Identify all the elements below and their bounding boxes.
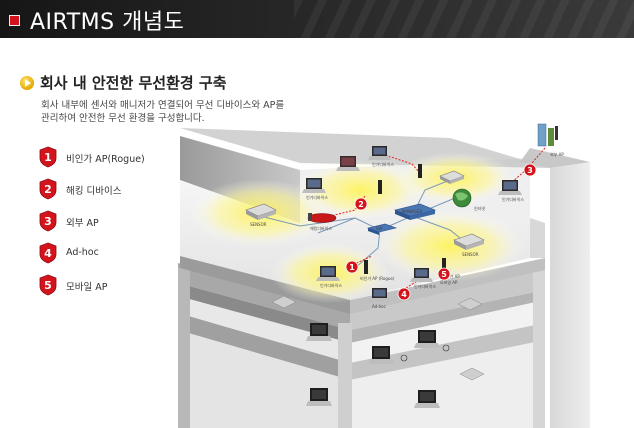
svg-text:5: 5 (441, 270, 447, 279)
svg-text:모바일 AP: 모바일 AP (440, 279, 458, 285)
sensor-device-left: SENSOR (245, 203, 277, 227)
lower-floors (178, 263, 545, 428)
svg-text:2: 2 (44, 183, 52, 196)
legend-item-1: 1 비인가 AP(Rogue) (38, 146, 188, 170)
section-description: 회사 내부에 센서와 매니저가 연결되어 무선 디바이스와 AP를 관리하여 안… (41, 99, 341, 125)
sensor-device-top (439, 170, 465, 184)
description-line-2: 관리하여 안전한 무선 환경을 구성합니다. (41, 113, 205, 124)
svg-text:SW: SW (376, 226, 383, 231)
manager-device: MANAGER (394, 203, 436, 220)
description-line-1: 회사 내부에 센서와 매니저가 연결되어 무선 디바이스와 AP를 (41, 100, 285, 111)
svg-text:인가디바이스: 인가디바이스 (372, 161, 394, 167)
switch-device: SW (366, 223, 398, 235)
lower-floor-devices (271, 295, 485, 408)
svg-text:인가디바이스: 인가디바이스 (414, 283, 436, 289)
svg-text:인터넷: 인터넷 (474, 205, 485, 211)
svg-text:인가디바이스: 인가디바이스 (306, 194, 328, 200)
svg-text:인가디바이스: 인가디바이스 (502, 196, 524, 202)
legend-label: 모바일 AP (66, 282, 108, 293)
laptop-icon: 인가디바이스 (368, 146, 394, 167)
svg-text:3: 3 (527, 166, 533, 175)
svg-text:인가 AP: 인가 AP (446, 273, 460, 279)
laptop-icon: 인가디바이스 (410, 268, 436, 289)
svg-text:외부 AP: 외부 AP (550, 151, 564, 157)
svg-text:SENSOR: SENSOR (462, 252, 479, 257)
svg-text:4: 4 (44, 247, 52, 260)
section-title: 회사 내 안전한 무선환경 구축 (40, 74, 227, 92)
legend-item-2: 2 해킹 디바이스 (38, 178, 188, 202)
sensor-device-right: SENSOR (453, 233, 485, 257)
diagram-badge-5: 5 (437, 267, 451, 281)
legend-label: Ad-hoc (66, 247, 99, 258)
svg-text:인가디바이스: 인가디바이스 (320, 282, 342, 288)
svg-text:Ad-hoc: Ad-hoc (372, 304, 386, 309)
sensor-coverage-2 (295, 160, 425, 220)
svg-text:1: 1 (44, 151, 52, 164)
svg-text:1: 1 (349, 263, 355, 272)
diagram-badge-4: 4 (397, 287, 411, 301)
diagram-badge-1: 1 (345, 260, 359, 274)
legend-label: 비인가 AP(Rogue) (66, 154, 145, 165)
hacking-device: 해킹디바이스 (307, 213, 337, 231)
legend-item-4: 4 Ad-hoc (38, 242, 188, 266)
svg-text:MANAGER: MANAGER (402, 209, 422, 214)
badge-2-icon: 2 (39, 178, 57, 200)
legend-label: 외부 AP (66, 218, 99, 229)
badge-1-icon: 1 (39, 146, 57, 168)
play-bullet-icon (20, 76, 34, 90)
laptop-icon: 인가디바이스 (302, 178, 328, 200)
access-point-icon: 비인가 AP (Rogue) 인가 AP 모바일 AP (360, 164, 460, 285)
laptop-icon: Ad-hoc (368, 288, 391, 309)
internet-globe-icon: 인터넷 (452, 188, 485, 211)
title-bar: AIRTMS 개념도 (0, 0, 634, 38)
svg-text:2: 2 (358, 200, 364, 209)
badge-4-icon: 4 (39, 242, 57, 264)
svg-text:해킹디바이스: 해킹디바이스 (310, 225, 332, 231)
svg-text:5: 5 (44, 279, 52, 292)
legend-item-5: 5 모바일 AP (38, 274, 188, 298)
badge-5-icon: 5 (39, 274, 57, 296)
diagram-badge-2: 2 (354, 197, 368, 211)
sensor-coverage-4 (375, 210, 525, 282)
laptop-icon: 인가디바이스 (498, 180, 524, 202)
external-ap-device: 외부 AP (537, 123, 564, 157)
badge-3-icon: 3 (39, 210, 57, 232)
diagram-badge-3: 3 (523, 163, 537, 177)
svg-text:4: 4 (401, 290, 407, 299)
svg-text:3: 3 (44, 215, 52, 228)
svg-text:비인가 AP (Rogue): 비인가 AP (Rogue) (360, 275, 395, 281)
page-title: AIRTMS 개념도 (30, 10, 185, 35)
laptop-icon: 인가디바이스 (316, 266, 342, 288)
svg-text:SENSOR: SENSOR (250, 222, 267, 227)
red-square-icon (9, 15, 20, 26)
legend-label: 해킹 디바이스 (66, 186, 122, 197)
laptop-icon (336, 156, 360, 171)
network-diagram: SENSOR SENSOR MANAGER SW 인터넷 외부 AP (178, 123, 590, 428)
header-pattern (294, 0, 634, 38)
legend-item-3: 3 외부 AP (38, 210, 188, 234)
